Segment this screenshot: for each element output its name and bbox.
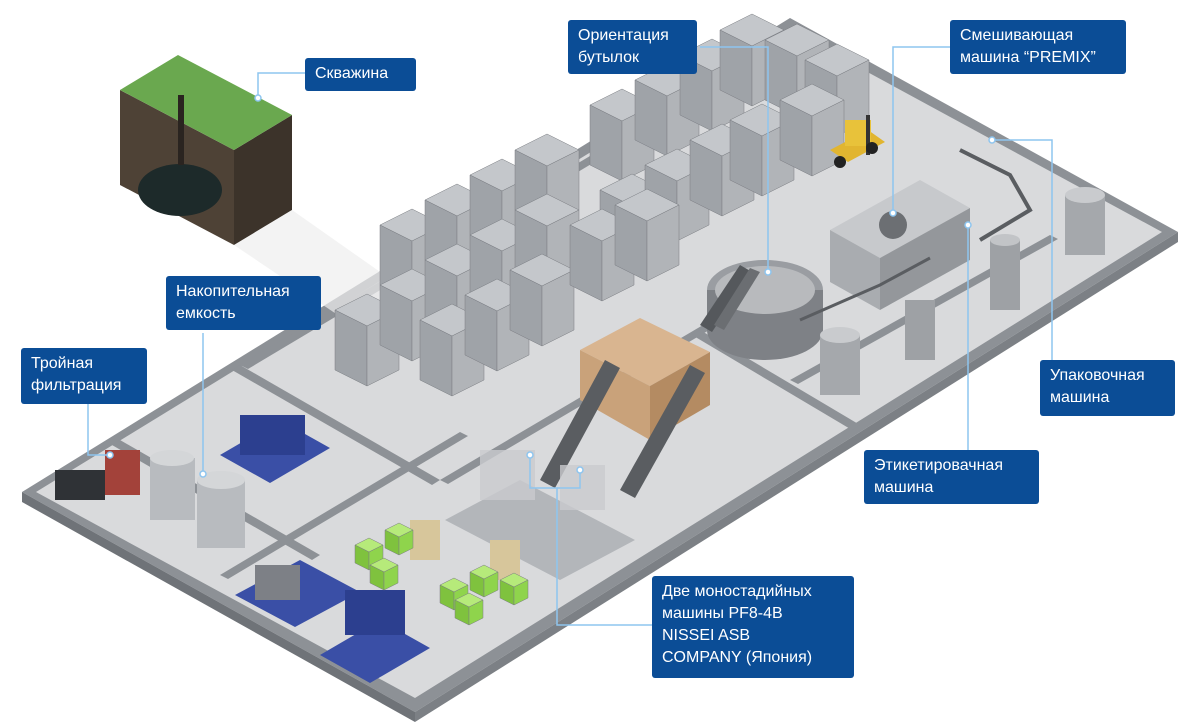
- callout-premix-mixer: Смешивающая машина “PREMIX”: [950, 20, 1126, 74]
- bottle-bin: [369, 557, 399, 591]
- callout-leader-lines: [87, 46, 1053, 626]
- leader-skvazhina: [257, 72, 305, 98]
- bottle-orientation-machine: [700, 260, 823, 360]
- filtration-tanks: [55, 450, 245, 548]
- callout-storage-tank: Накопительная емкость: [166, 276, 321, 330]
- bottle-pallet: [614, 188, 680, 282]
- preform-hopper: [540, 318, 710, 498]
- callout-labeling-machine: Этикетировачная машина: [864, 450, 1039, 504]
- labeling-and-packing-equipment: [799, 148, 1105, 395]
- forklift: [830, 115, 885, 168]
- callout-triple-filtration: Тройная фильтрация: [21, 348, 147, 404]
- leader-orientatsiya: [700, 46, 769, 272]
- callout-packing-machine: Упаковочная машина: [1040, 360, 1175, 416]
- bottle-pallets: [334, 13, 870, 397]
- leader-upakovochnaya: [992, 139, 1053, 360]
- bottle-pallet: [509, 253, 575, 347]
- bottle-bin: [454, 592, 484, 626]
- bottle-pallet: [779, 83, 845, 177]
- callout-well: Скважина: [305, 58, 416, 91]
- bottle-bin: [499, 572, 529, 606]
- bottle-bins: [354, 522, 529, 626]
- bottle-pallet: [729, 103, 795, 197]
- callout-blow-molding-machines: Две моностадийных машины PF8-4B NISSEI A…: [652, 576, 854, 678]
- leader-premix: [892, 46, 950, 213]
- callout-bottle-orientation: Ориентация бутылок: [568, 20, 697, 74]
- leader-troynaya: [87, 404, 110, 456]
- bottle-bin: [469, 564, 499, 598]
- compressors: [220, 415, 430, 683]
- bottle-bin: [384, 522, 414, 556]
